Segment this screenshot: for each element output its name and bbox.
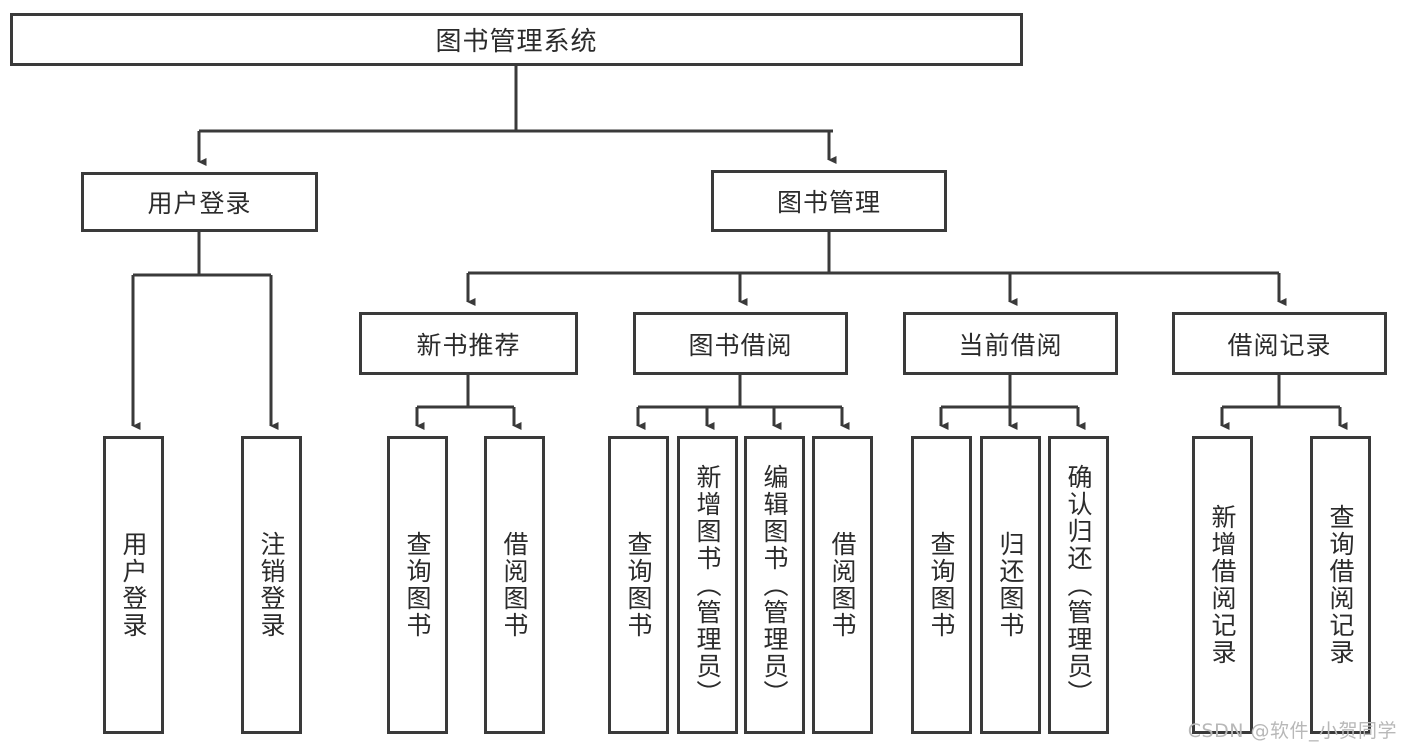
node-borrow-record[interactable]: 借阅记录 — [1172, 312, 1387, 375]
node-book-management[interactable]: 图书管理 — [711, 170, 947, 232]
watermark-credit: CSDN @软件_小贺同学 — [1187, 720, 1397, 742]
node-leaf-query-book-recommend-label: 查询图书 — [403, 531, 432, 639]
node-leaf-add-borrow-record[interactable]: 新增借阅记录 — [1192, 436, 1253, 734]
node-leaf-query-book-current-label: 查询图书 — [927, 531, 956, 639]
node-leaf-return-book-label: 归还图书 — [996, 531, 1025, 639]
node-leaf-add-book-admin[interactable]: 新增图书（管理员） — [677, 436, 738, 734]
node-leaf-confirm-return-admin-label: 确认归还（管理员） — [1064, 463, 1093, 707]
node-leaf-borrow-book-label: 借阅图书 — [828, 531, 857, 639]
node-current-borrow[interactable]: 当前借阅 — [903, 312, 1118, 375]
node-book-borrow[interactable]: 图书借阅 — [633, 312, 848, 375]
node-leaf-borrow-book-recommend-label: 借阅图书 — [500, 531, 529, 639]
node-borrow-record-label: 借阅记录 — [1227, 330, 1332, 360]
node-leaf-user-login-label: 用户登录 — [119, 531, 148, 639]
node-book-borrow-label: 图书借阅 — [688, 330, 793, 360]
node-current-borrow-label: 当前借阅 — [958, 330, 1063, 360]
node-leaf-edit-book-admin-label: 编辑图书（管理员） — [760, 463, 789, 707]
node-root-system-label: 图书管理系统 — [435, 27, 598, 57]
node-new-book-recommend[interactable]: 新书推荐 — [359, 312, 578, 375]
node-leaf-add-book-admin-label: 新增图书（管理员） — [693, 463, 722, 707]
node-leaf-logout-label: 注销登录 — [257, 531, 286, 639]
node-leaf-return-book[interactable]: 归还图书 — [980, 436, 1041, 734]
node-leaf-edit-book-admin[interactable]: 编辑图书（管理员） — [744, 436, 805, 734]
node-leaf-query-borrow-record-label: 查询借阅记录 — [1326, 504, 1355, 666]
node-book-management-label: 图书管理 — [776, 188, 881, 217]
node-new-book-recommend-label: 新书推荐 — [416, 330, 521, 360]
node-leaf-borrow-book-recommend[interactable]: 借阅图书 — [484, 436, 545, 734]
node-leaf-logout[interactable]: 注销登录 — [241, 436, 302, 734]
node-leaf-query-book-borrow[interactable]: 查询图书 — [608, 436, 669, 734]
node-root-system[interactable]: 图书管理系统 — [10, 13, 1023, 66]
node-leaf-query-book-recommend[interactable]: 查询图书 — [387, 436, 448, 734]
node-user-login-label: 用户登录 — [147, 189, 252, 218]
node-leaf-query-book-current[interactable]: 查询图书 — [911, 436, 972, 734]
node-leaf-borrow-book[interactable]: 借阅图书 — [812, 436, 873, 734]
node-leaf-confirm-return-admin[interactable]: 确认归还（管理员） — [1048, 436, 1109, 734]
node-leaf-query-book-borrow-label: 查询图书 — [624, 531, 653, 639]
node-user-login[interactable]: 用户登录 — [81, 172, 318, 232]
node-leaf-user-login[interactable]: 用户登录 — [103, 436, 164, 734]
node-leaf-query-borrow-record[interactable]: 查询借阅记录 — [1310, 436, 1371, 734]
node-leaf-add-borrow-record-label: 新增借阅记录 — [1208, 504, 1237, 666]
